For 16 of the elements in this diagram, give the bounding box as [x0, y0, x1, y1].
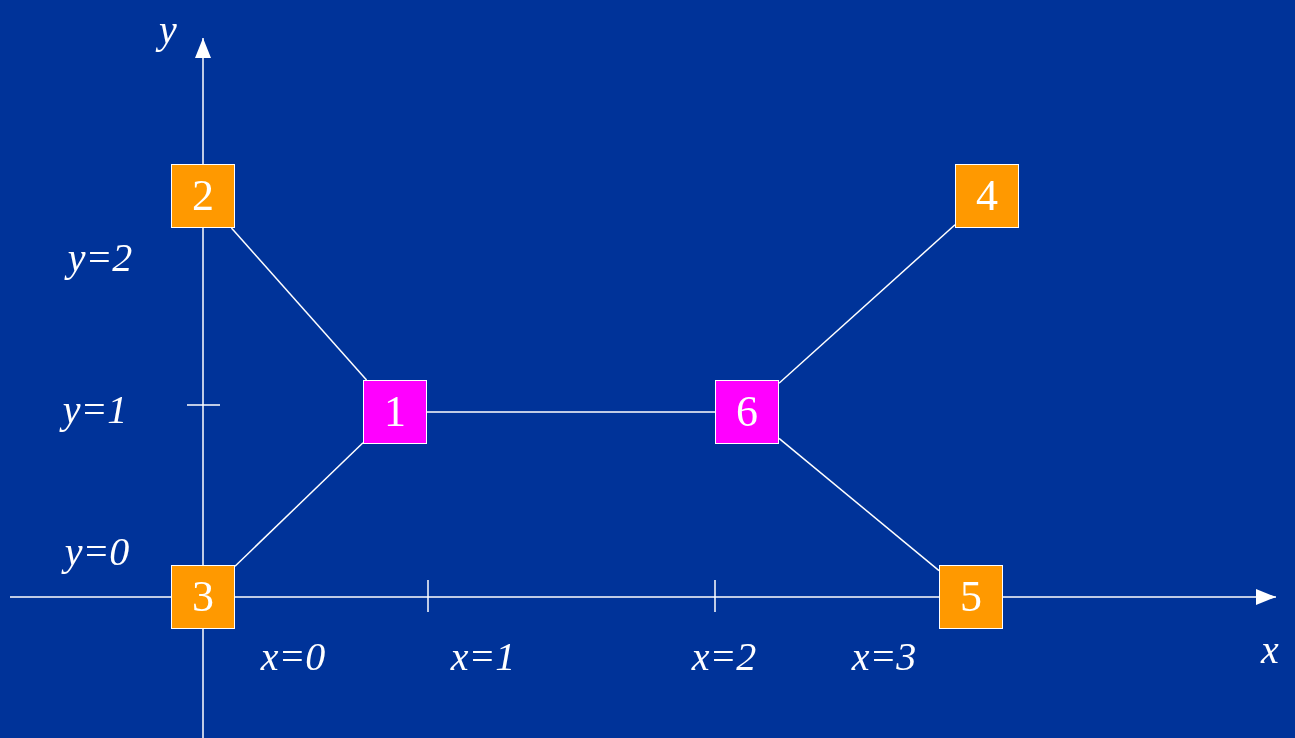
tick-label: x=0: [260, 635, 326, 679]
connector-line: [426, 411, 716, 413]
numbered-node-box: 4: [955, 164, 1019, 228]
connector-line: [778, 224, 956, 384]
numbered-node-box: 6: [715, 380, 779, 444]
tick-label: x=2: [691, 635, 757, 679]
connector-line: [778, 437, 940, 572]
tick-label: x=1: [450, 635, 516, 679]
numbered-node-box: 5: [939, 565, 1003, 629]
tick-label: x=3: [851, 635, 917, 679]
axis-label: x: [1261, 628, 1279, 672]
connector-line: [234, 442, 364, 567]
numbered-node-box: 2: [171, 164, 235, 228]
connector-line: [230, 227, 368, 381]
numbered-node-box: 1: [363, 380, 427, 444]
numbered-node-box: 3: [171, 565, 235, 629]
